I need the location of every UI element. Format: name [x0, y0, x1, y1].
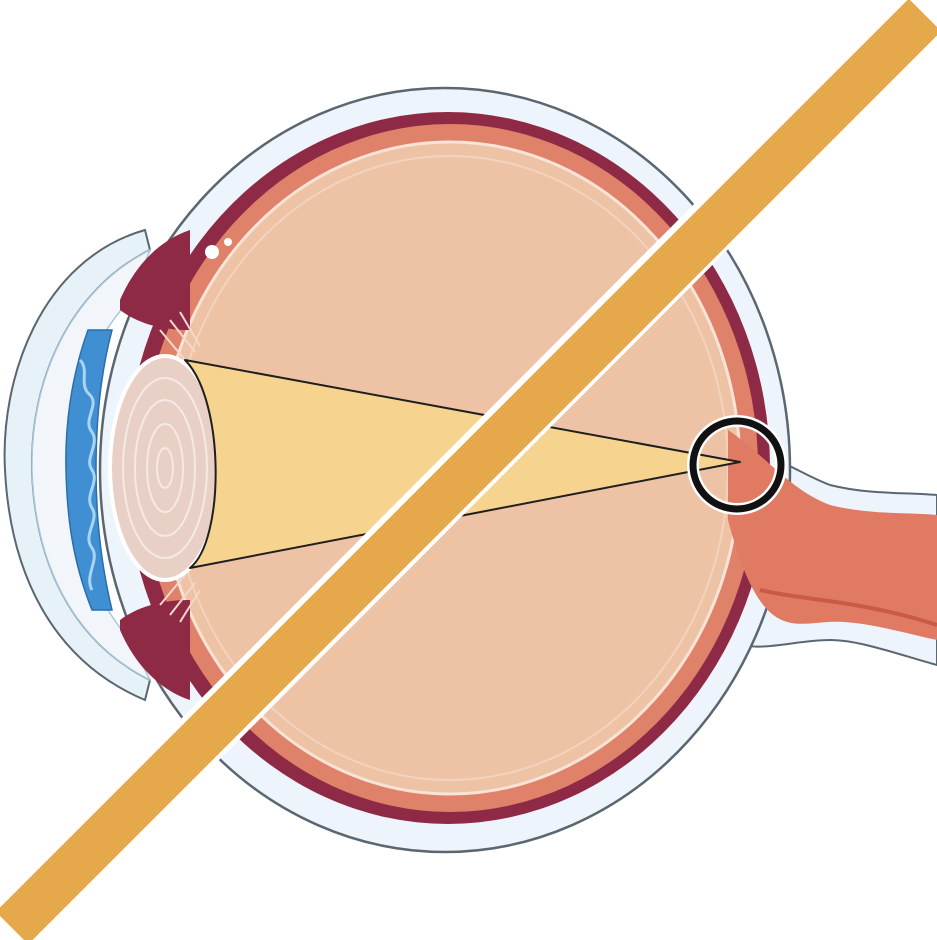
focal-point-ring-outline — [689, 417, 785, 513]
reflection-highlight-small — [224, 238, 232, 246]
suspensory-ligaments — [159, 311, 201, 623]
ciliary-body-top — [120, 230, 190, 330]
reflection-highlight — [205, 245, 219, 259]
ciliary-body-bottom — [120, 600, 190, 700]
lens-rings — [122, 377, 208, 559]
optic-nerve-stripe — [759, 588, 937, 627]
iris — [65, 329, 113, 611]
iris-texture — [78, 358, 96, 591]
